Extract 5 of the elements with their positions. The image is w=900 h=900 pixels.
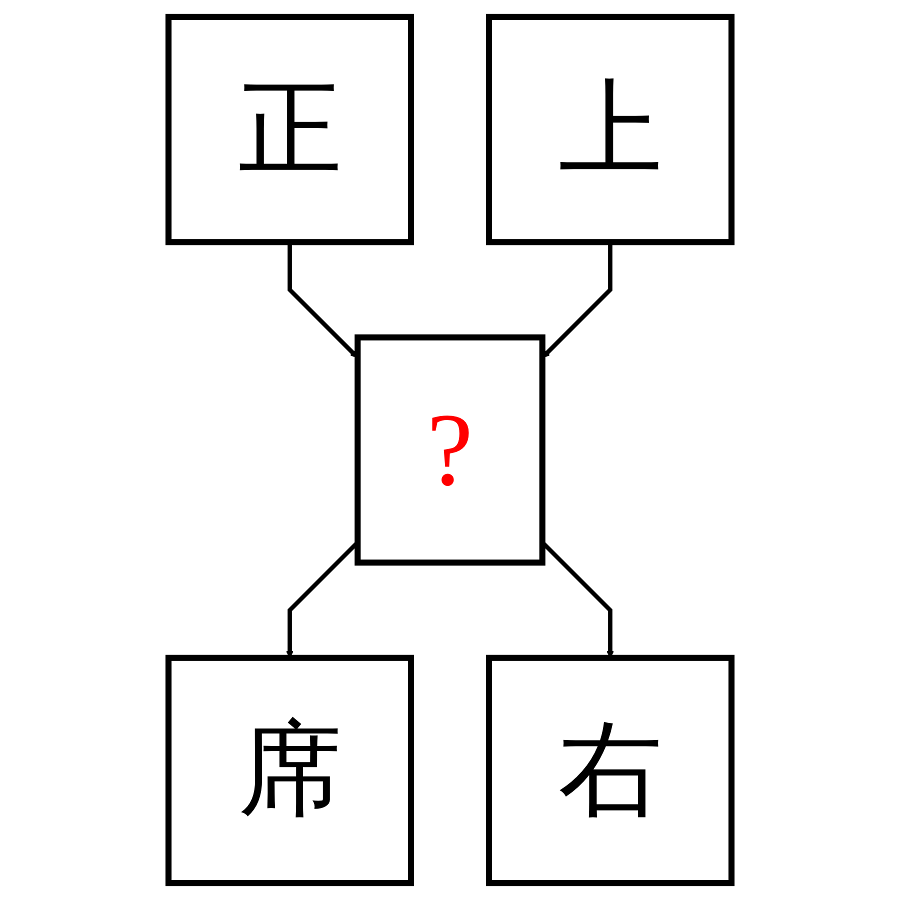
node-box: 正 — [165, 14, 414, 246]
node-box: 上 — [486, 14, 735, 246]
node-box: ? — [354, 334, 546, 566]
node-box: 右 — [486, 654, 735, 886]
node-box: 席 — [165, 654, 414, 886]
